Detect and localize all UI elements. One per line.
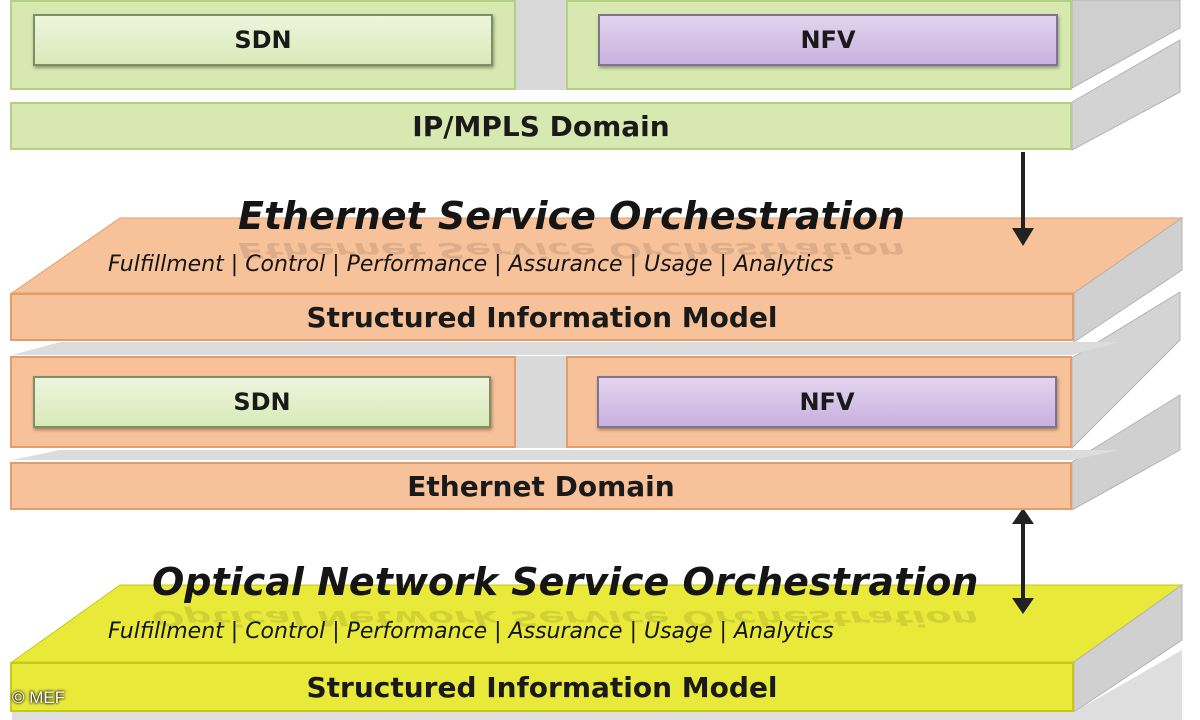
ethernet-nfv-box: NFV (597, 376, 1057, 428)
ethernet-domain-bar: Ethernet Domain (10, 462, 1072, 510)
optical-structured-info-model-label: Structured Information Model (306, 670, 778, 704)
ip-mpls-domain-label: IP/MPLS Domain (412, 109, 670, 143)
ip-mpls-domain-bar: IP/MPLS Domain (10, 102, 1072, 150)
ip-mpls-nfv-box: NFV (598, 14, 1058, 66)
ethernet-structured-info-model-bar: Structured Information Model (10, 293, 1074, 341)
ethernet-orchestration-functions: Fulfillment | Control | Performance | As… (108, 252, 834, 277)
ethernet-orchestration-title: Ethernet Service Orchestration (238, 194, 906, 238)
optical-structured-info-model-bar: Structured Information Model (10, 662, 1074, 712)
copyright-notice: © MEF (12, 688, 66, 707)
ethernet-domain-label: Ethernet Domain (407, 469, 675, 503)
ip-mpls-sdn-box: SDN (33, 14, 493, 66)
optical-orchestration-functions: Fulfillment | Control | Performance | As… (108, 619, 834, 644)
ip-mpls-nfv-label: NFV (800, 26, 856, 54)
optical-orchestration-title: Optical Network Service Orchestration (152, 560, 979, 604)
ethernet-structured-info-model-label: Structured Information Model (306, 300, 778, 334)
ethernet-nfv-label: NFV (799, 388, 855, 416)
ip-mpls-sdn-label: SDN (234, 26, 292, 54)
ethernet-sdn-box: SDN (33, 376, 491, 428)
ethernet-sdn-label: SDN (233, 388, 291, 416)
